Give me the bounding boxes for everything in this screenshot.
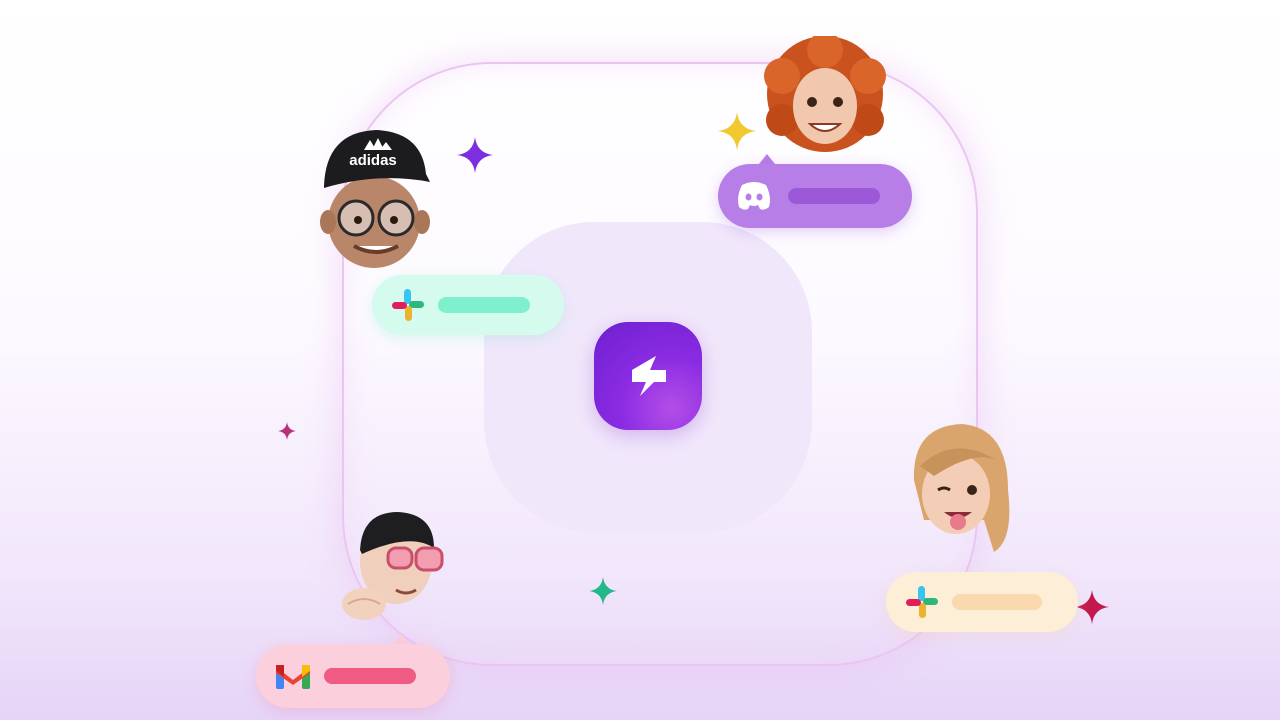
- bubble-tail: [393, 634, 409, 644]
- slack-bubble: [886, 572, 1078, 632]
- discord-bubble: [718, 164, 912, 228]
- message-bar: [952, 594, 1042, 610]
- avatar-curly-red: [762, 36, 888, 154]
- sparkle-icon: [457, 137, 493, 173]
- avatar-pink-glasses: [340, 508, 446, 624]
- message-bar: [324, 668, 416, 684]
- orbit-ring: [342, 62, 978, 666]
- bubble-tail: [759, 154, 775, 164]
- avatar-blonde-wink: [904, 420, 1016, 556]
- gmail-bubble: [256, 644, 450, 708]
- sparkle-icon: [1075, 590, 1109, 624]
- gmail-icon: [274, 661, 312, 691]
- slack-icon: [390, 287, 426, 323]
- discord-icon: [736, 181, 772, 211]
- sparkle-icon: [589, 577, 617, 605]
- bolt-logo-icon: [594, 322, 702, 430]
- message-bar: [438, 297, 530, 313]
- slack-icon: [904, 584, 940, 620]
- slack-bubble: [372, 275, 564, 335]
- cap-text: adidas: [349, 152, 397, 169]
- sparkle-icon: [718, 112, 756, 150]
- sparkle-icon: [278, 422, 296, 440]
- message-bar: [788, 188, 880, 204]
- avatar-cap-glasses: adidas: [318, 126, 434, 270]
